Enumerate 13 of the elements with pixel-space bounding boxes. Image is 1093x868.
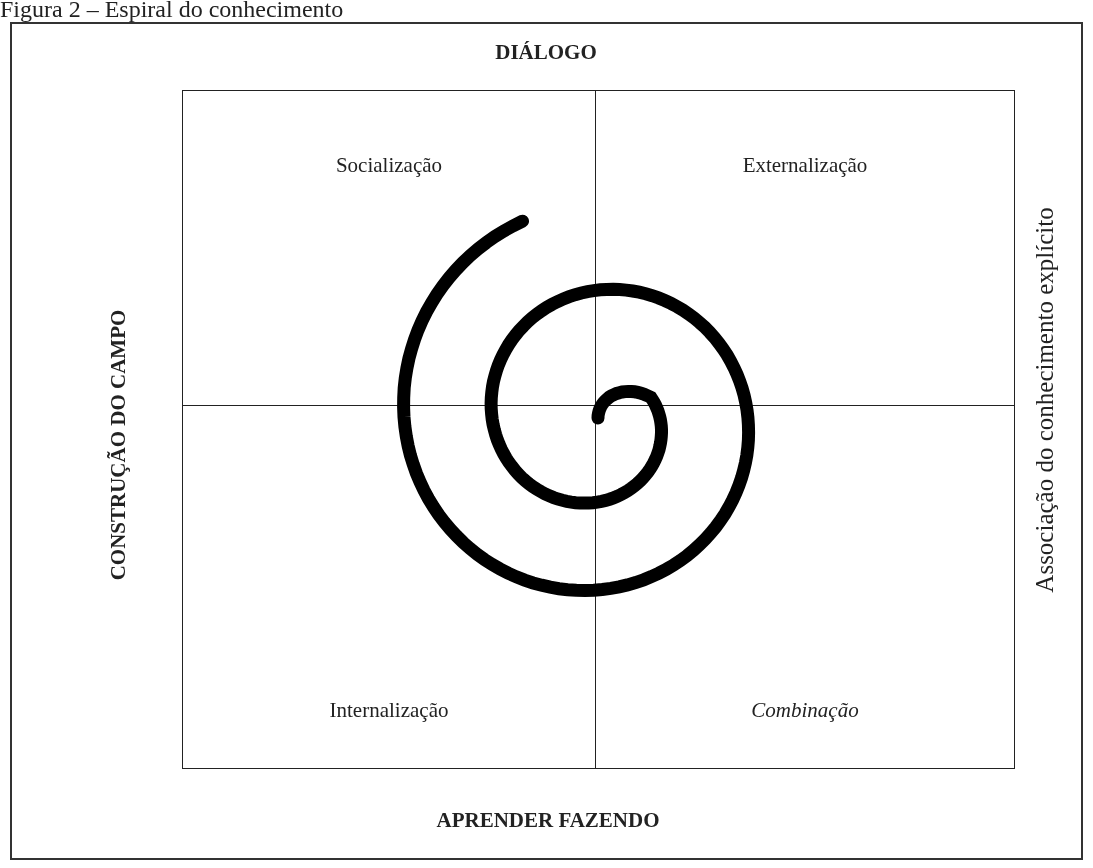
axis-label: Associação do conhecimento explícito [1031, 207, 1059, 593]
quadrant-label: Socialização [335, 153, 443, 177]
quadrant-box [595, 405, 1015, 769]
quadrant-box [595, 90, 1015, 406]
quadrant-label: Internalização [329, 698, 449, 722]
axis-label: CONSTRUÇÃO DO CAMPO [105, 309, 131, 581]
quadrant-label: Combinação [751, 698, 859, 722]
axis-label: APRENDER FAZENDO [436, 808, 660, 833]
quadrant-label: Externalização [742, 153, 868, 177]
quadrant-box [182, 405, 596, 769]
quadrant-box [182, 90, 596, 406]
axis-label: DIÁLOGO [495, 40, 597, 65]
figure-title: Figura 2 – Espiral do conhecimento [0, 0, 344, 23]
